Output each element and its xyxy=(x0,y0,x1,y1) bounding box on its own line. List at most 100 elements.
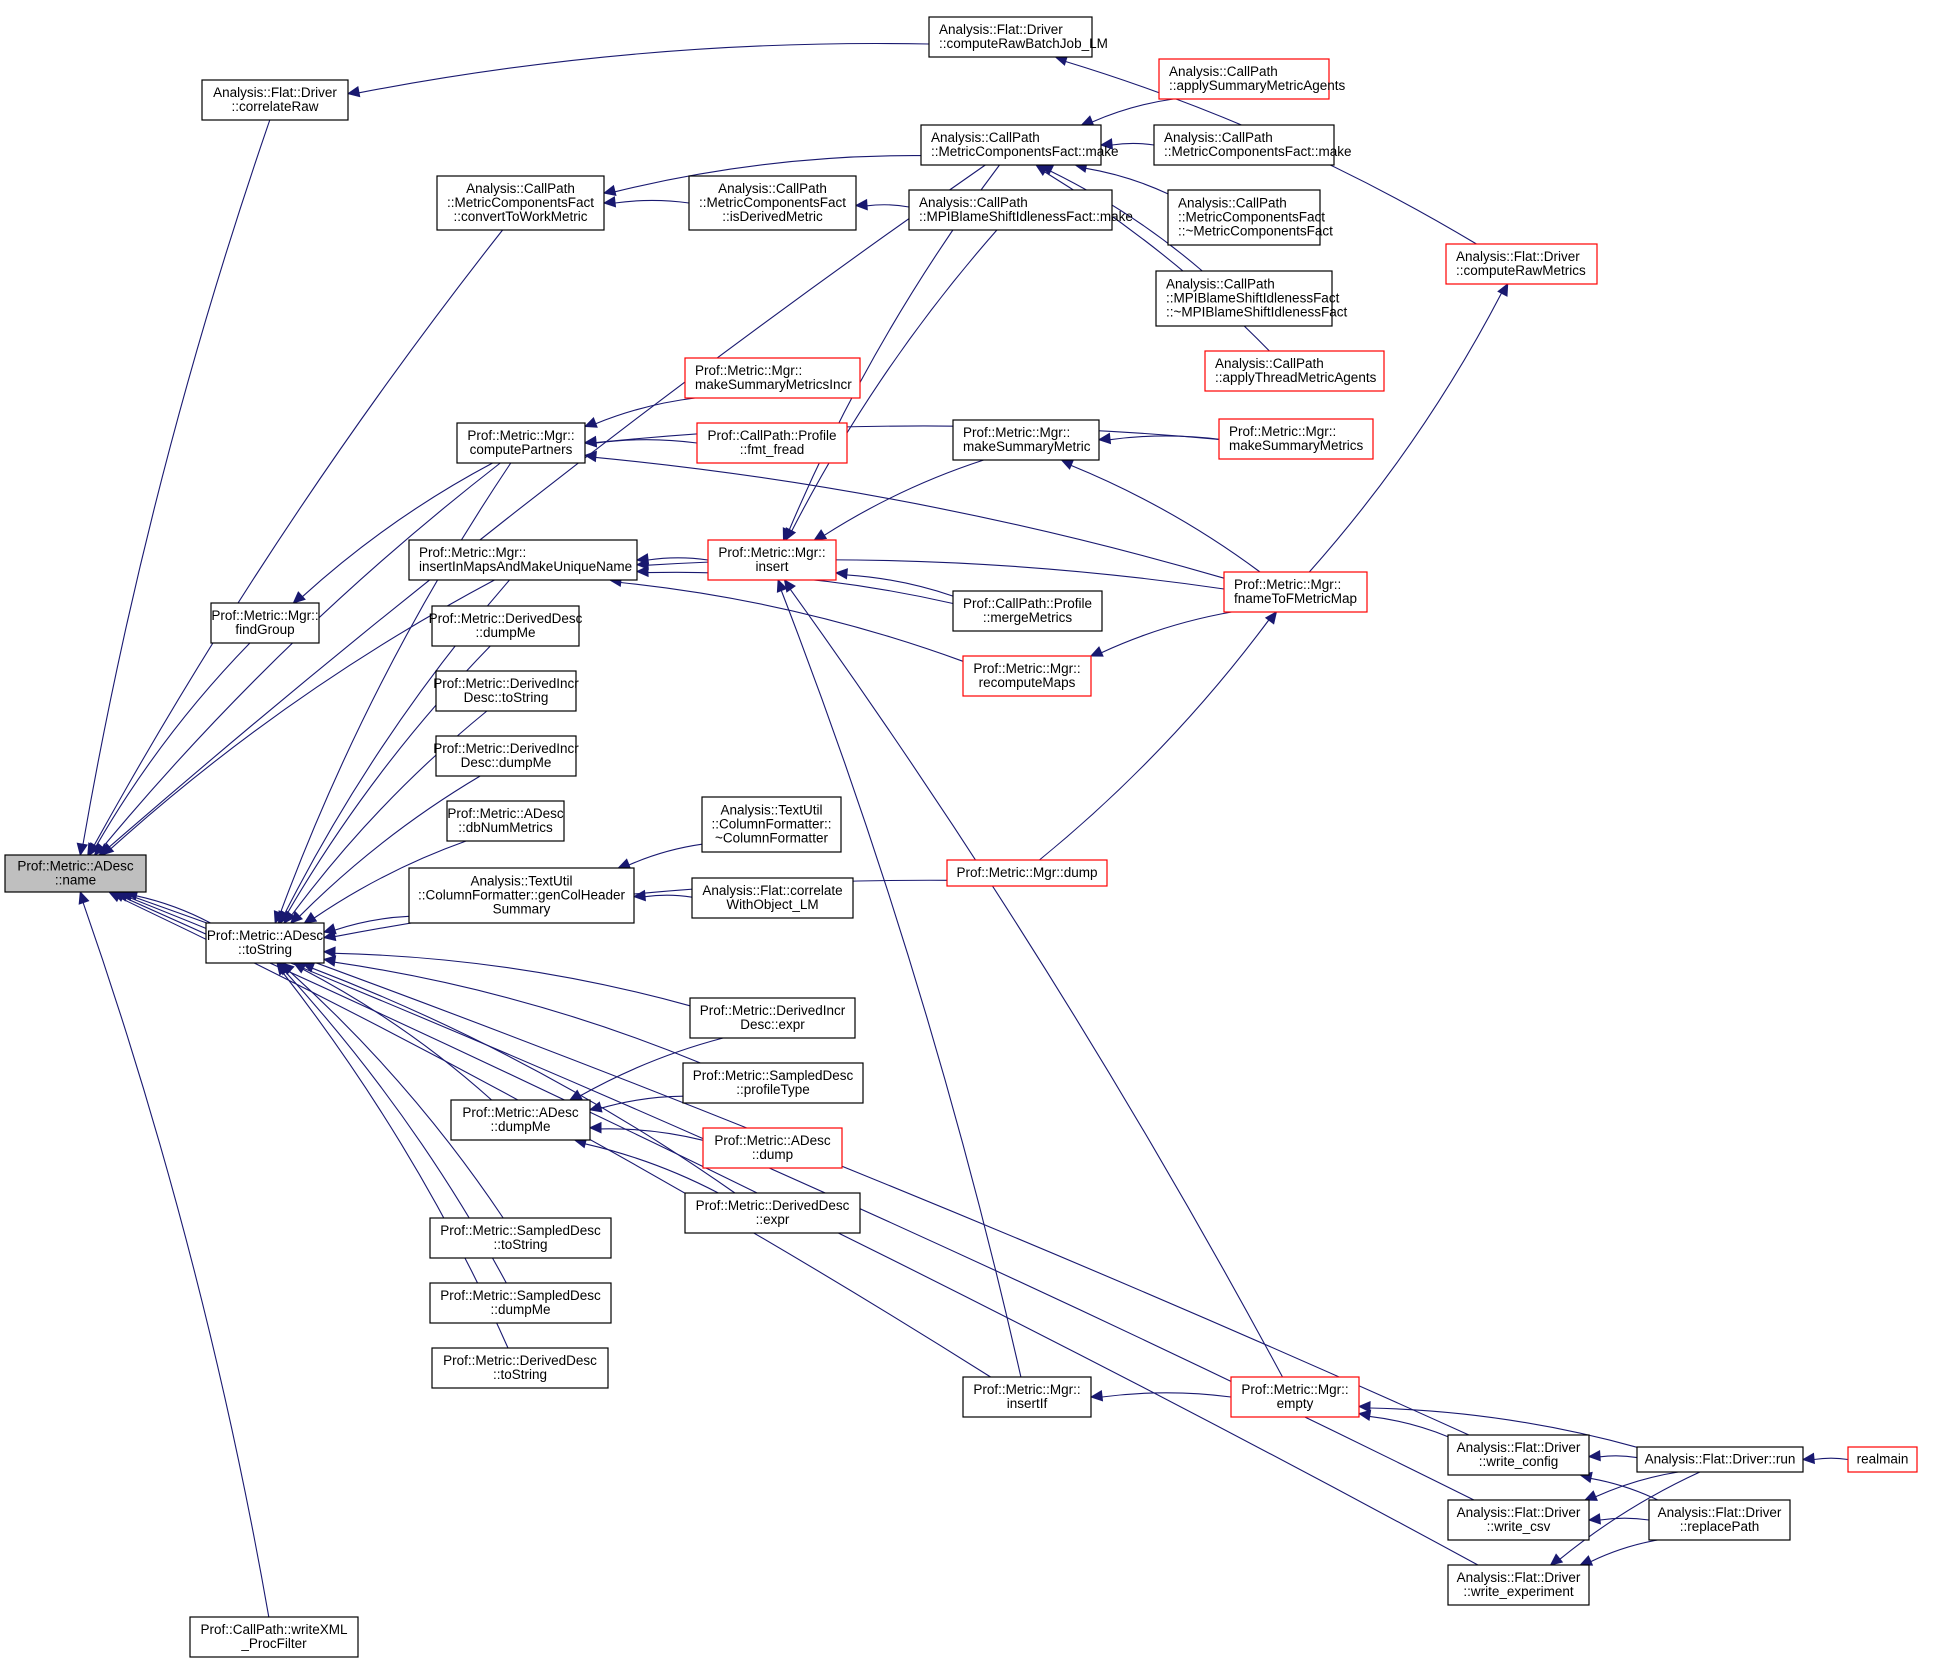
node-box[interactable] xyxy=(691,877,854,919)
node-box[interactable] xyxy=(1204,350,1385,392)
node-mpibs-make[interactable]: Analysis::CallPath::MPIBlameShiftIdlenes… xyxy=(908,189,1133,231)
node-compute-raw-metrics[interactable]: Analysis::Flat::Driver::computeRawMetric… xyxy=(1445,243,1598,285)
node-profile-type[interactable]: Prof::Metric::SampledDesc::profileType xyxy=(682,1062,864,1104)
node-make-summary-metric[interactable]: Prof::Metric::Mgr::makeSummaryMetric xyxy=(952,419,1100,461)
node-insert-in-maps[interactable]: Prof::Metric::Mgr::insertInMapsAndMakeUn… xyxy=(408,539,638,581)
node-mpibs-dtor[interactable]: Analysis::CallPath::MPIBlameShiftIdlenes… xyxy=(1155,270,1347,327)
node-box[interactable] xyxy=(436,175,605,231)
node-convert-to-work-metric[interactable]: Analysis::CallPath::MetricComponentsFact… xyxy=(436,175,605,231)
node-dd-to-string[interactable]: Prof::Metric::DerivedDesc::toString xyxy=(431,1347,609,1389)
node-empty[interactable]: Prof::Metric::Mgr::empty xyxy=(1230,1376,1360,1418)
node-box[interactable] xyxy=(1648,1499,1791,1541)
node-insert[interactable]: Prof::Metric::Mgr::insert xyxy=(707,539,837,581)
node-compute-partners[interactable]: Prof::Metric::Mgr::computePartners xyxy=(456,422,586,464)
node-column-formatter-dtor[interactable]: Analysis::TextUtil::ColumnFormatter::~Co… xyxy=(701,796,842,853)
node-apply-thread-metric-agents[interactable]: Analysis::CallPath::applyThreadMetricAge… xyxy=(1204,350,1385,392)
node-realmain[interactable]: realmain xyxy=(1847,1446,1918,1473)
node-box[interactable] xyxy=(701,796,842,853)
node-box[interactable] xyxy=(1218,418,1374,460)
node-dd-dump-me[interactable]: Prof::Metric::DerivedDesc::dumpMe xyxy=(429,605,583,647)
node-gen-col-header-summary[interactable]: Analysis::TextUtil::ColumnFormatter::gen… xyxy=(408,867,635,924)
node-name[interactable]: Prof::Metric::ADesc::name xyxy=(4,854,147,893)
node-make-summary-metrics[interactable]: Prof::Metric::Mgr::makeSummaryMetrics xyxy=(1218,418,1374,460)
node-dd-expr[interactable]: Prof::Metric::DerivedDesc::expr xyxy=(684,1192,861,1234)
node-box[interactable] xyxy=(189,1616,359,1658)
node-box[interactable] xyxy=(946,859,1108,887)
node-box[interactable] xyxy=(408,867,635,924)
node-box[interactable] xyxy=(1167,189,1321,246)
node-box[interactable] xyxy=(952,590,1103,632)
node-box[interactable] xyxy=(689,997,856,1039)
node-merge-metrics[interactable]: Prof::CallPath::Profile::mergeMetrics xyxy=(952,590,1103,632)
node-box[interactable] xyxy=(696,422,848,464)
node-box[interactable] xyxy=(201,79,349,121)
node-mcf-dtor[interactable]: Analysis::CallPath::MetricComponentsFact… xyxy=(1167,189,1333,246)
node-box[interactable] xyxy=(431,1347,609,1389)
node-box[interactable] xyxy=(429,1217,612,1259)
node-find-group[interactable]: Prof::Metric::Mgr::findGroup xyxy=(210,602,320,644)
node-box[interactable] xyxy=(1155,270,1333,327)
node-adesc-dump[interactable]: Prof::Metric::ADesc::dump xyxy=(702,1127,843,1169)
node-box[interactable] xyxy=(431,605,580,647)
node-box[interactable] xyxy=(1223,571,1368,613)
node-sd-to-string[interactable]: Prof::Metric::SampledDesc::toString xyxy=(429,1217,612,1259)
node-box[interactable] xyxy=(4,854,147,893)
node-run[interactable]: Analysis::Flat::Driver::run xyxy=(1636,1446,1804,1473)
node-box[interactable] xyxy=(684,1192,861,1234)
node-fname-to-fmetric-map[interactable]: Prof::Metric::Mgr::fnameToFMetricMap xyxy=(1223,571,1368,613)
node-adesc-dump-me[interactable]: Prof::Metric::ADesc::dumpMe xyxy=(450,1099,591,1141)
node-apply-summary-metric-agents[interactable]: Analysis::CallPath::applySummaryMetricAg… xyxy=(1158,58,1346,100)
node-box[interactable] xyxy=(1158,58,1330,100)
node-box[interactable] xyxy=(908,189,1113,231)
node-box[interactable] xyxy=(1447,1499,1590,1541)
node-write-config[interactable]: Analysis::Flat::Driver::write_config xyxy=(1447,1434,1590,1476)
node-replace-path[interactable]: Analysis::Flat::Driver::replacePath xyxy=(1648,1499,1791,1541)
node-make-summary-metrics-incr[interactable]: Prof::Metric::Mgr::makeSummaryMetricsInc… xyxy=(684,357,861,399)
node-compute-raw-batch-job-lm[interactable]: Analysis::Flat::Driver::computeRawBatchJ… xyxy=(928,16,1108,58)
node-box[interactable] xyxy=(688,175,857,231)
node-write-csv[interactable]: Analysis::Flat::Driver::write_csv xyxy=(1447,1499,1590,1541)
node-mcf-make2[interactable]: Analysis::CallPath::MetricComponentsFact… xyxy=(1153,124,1352,166)
node-box[interactable] xyxy=(920,124,1102,166)
node-box[interactable] xyxy=(928,16,1093,58)
node-recompute-maps[interactable]: Prof::Metric::Mgr::recomputeMaps xyxy=(962,655,1092,697)
node-box[interactable] xyxy=(205,922,325,964)
node-box[interactable] xyxy=(952,419,1100,461)
node-write-xml-proc-filter[interactable]: Prof::CallPath::writeXML_ProcFilter xyxy=(189,1616,359,1658)
node-box[interactable] xyxy=(1447,1434,1590,1476)
node-box[interactable] xyxy=(962,655,1092,697)
node-box[interactable] xyxy=(408,539,638,581)
node-box[interactable] xyxy=(1230,1376,1360,1418)
node-box[interactable] xyxy=(707,539,837,581)
node-box[interactable] xyxy=(1447,1564,1590,1606)
node-box[interactable] xyxy=(1445,243,1598,285)
node-box[interactable] xyxy=(684,357,861,399)
node-box[interactable] xyxy=(962,1376,1092,1418)
node-box[interactable] xyxy=(1636,1446,1804,1473)
node-box[interactable] xyxy=(446,800,565,842)
node-box[interactable] xyxy=(429,1282,612,1324)
node-to-string[interactable]: Prof::Metric::ADesc::toString xyxy=(205,922,325,964)
node-is-derived-metric[interactable]: Analysis::CallPath::MetricComponentsFact… xyxy=(688,175,857,231)
node-sd-dump-me[interactable]: Prof::Metric::SampledDesc::dumpMe xyxy=(429,1282,612,1324)
node-correlate-raw[interactable]: Analysis::Flat::Driver::correlateRaw xyxy=(201,79,349,121)
node-write-experiment[interactable]: Analysis::Flat::Driver::write_experiment xyxy=(1447,1564,1590,1606)
node-insert-if[interactable]: Prof::Metric::Mgr::insertIf xyxy=(962,1376,1092,1418)
node-box[interactable] xyxy=(1153,124,1335,166)
node-box[interactable] xyxy=(435,735,577,777)
node-box[interactable] xyxy=(435,670,577,712)
node-box[interactable] xyxy=(702,1127,843,1169)
node-box[interactable] xyxy=(456,422,586,464)
node-box[interactable] xyxy=(210,602,320,644)
node-mgr-dump[interactable]: Prof::Metric::Mgr::dump xyxy=(946,859,1108,887)
node-fmt-fread[interactable]: Prof::CallPath::Profile::fmt_fread xyxy=(696,422,848,464)
node-box[interactable] xyxy=(450,1099,591,1141)
node-box[interactable] xyxy=(1847,1446,1918,1473)
node-db-num-metrics[interactable]: Prof::Metric::ADesc::dbNumMetrics xyxy=(446,800,565,842)
node-mcf-make[interactable]: Analysis::CallPath::MetricComponentsFact… xyxy=(920,124,1119,166)
node-box[interactable] xyxy=(682,1062,864,1104)
